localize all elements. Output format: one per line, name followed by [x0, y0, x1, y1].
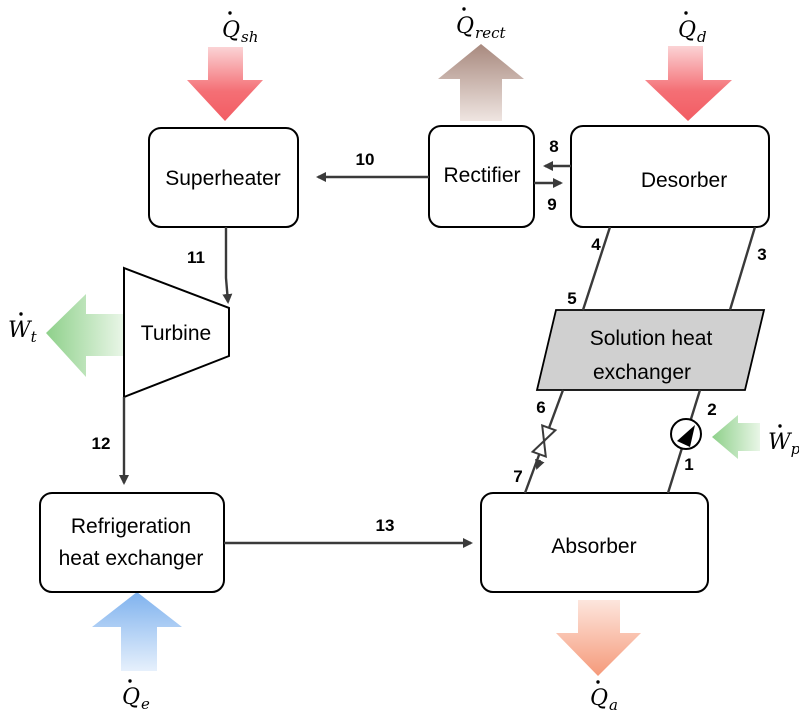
q-e-label: Qe — [122, 679, 150, 713]
superheater-label: Superheater — [165, 167, 281, 190]
turbine-label: Turbine — [141, 322, 211, 345]
superheater-box — [148, 127, 299, 228]
solution-hx-label-2: exchanger — [593, 361, 691, 384]
q-sh-arrow — [187, 47, 263, 121]
solution-heat-exchanger-box — [535, 309, 766, 391]
q-sh-label: Qsh — [222, 11, 258, 46]
stream-label-7: 7 — [513, 467, 522, 486]
stream-label-4: 4 — [591, 235, 601, 254]
turbine-shape — [123, 266, 230, 399]
svg-text:Wt: Wt — [8, 318, 38, 346]
svg-text:Wp: Wp — [768, 430, 799, 458]
expansion-valve-icon — [530, 423, 558, 459]
q-d-arrow — [645, 46, 732, 121]
stream-label-6: 6 — [536, 398, 545, 417]
stream-label-9: 9 — [547, 195, 556, 214]
refrigeration-heat-exchanger-box — [39, 492, 225, 593]
absorber-box — [480, 492, 709, 593]
valve-arrow — [535, 458, 545, 470]
absorber-label: Absorber — [551, 535, 636, 558]
stream-label-2: 2 — [707, 400, 716, 419]
w-p-arrow — [712, 415, 760, 459]
stream-label-13: 13 — [376, 516, 395, 535]
q-e-arrow — [92, 592, 182, 671]
q-a-arrow — [556, 600, 641, 676]
stream-label-8: 8 — [549, 137, 558, 156]
q-a-label: Qa — [590, 680, 618, 713]
stream-11-line — [222, 227, 233, 304]
stream-label-3: 3 — [757, 245, 766, 264]
desorber-box — [570, 125, 770, 228]
q-rect-arrow — [438, 44, 524, 121]
refrigeration-hx-label-1: Refrigeration — [71, 515, 191, 538]
refrigeration-hx-label-2: heat exchanger — [59, 547, 204, 570]
stream-label-1: 1 — [684, 455, 693, 474]
stream-label-10: 10 — [356, 150, 375, 169]
w-p-label: Wp — [768, 424, 799, 458]
stream-4-5-line — [581, 226, 612, 311]
stream-label-5: 5 — [567, 289, 576, 308]
svg-text:Qa: Qa — [590, 686, 618, 713]
q-rect-label: Qrect — [456, 7, 506, 42]
w-t-arrow — [46, 294, 123, 377]
rectifier-label: Rectifier — [443, 164, 520, 187]
svg-text:Qe: Qe — [122, 685, 150, 713]
stream-label-12: 12 — [92, 434, 111, 453]
stream-3-line — [728, 226, 757, 311]
solution-hx-label-1: Solution heat — [590, 327, 713, 350]
q-d-label: Qd — [678, 11, 707, 46]
svg-text:Qsh: Qsh — [222, 18, 258, 46]
desorber-label: Desorber — [641, 169, 727, 192]
pump-icon — [670, 418, 702, 450]
w-t-label: Wt — [8, 312, 38, 346]
svg-text:Qrect: Qrect — [456, 14, 506, 42]
svg-text:Qd: Qd — [678, 18, 707, 46]
stream-label-11: 11 — [187, 248, 205, 267]
